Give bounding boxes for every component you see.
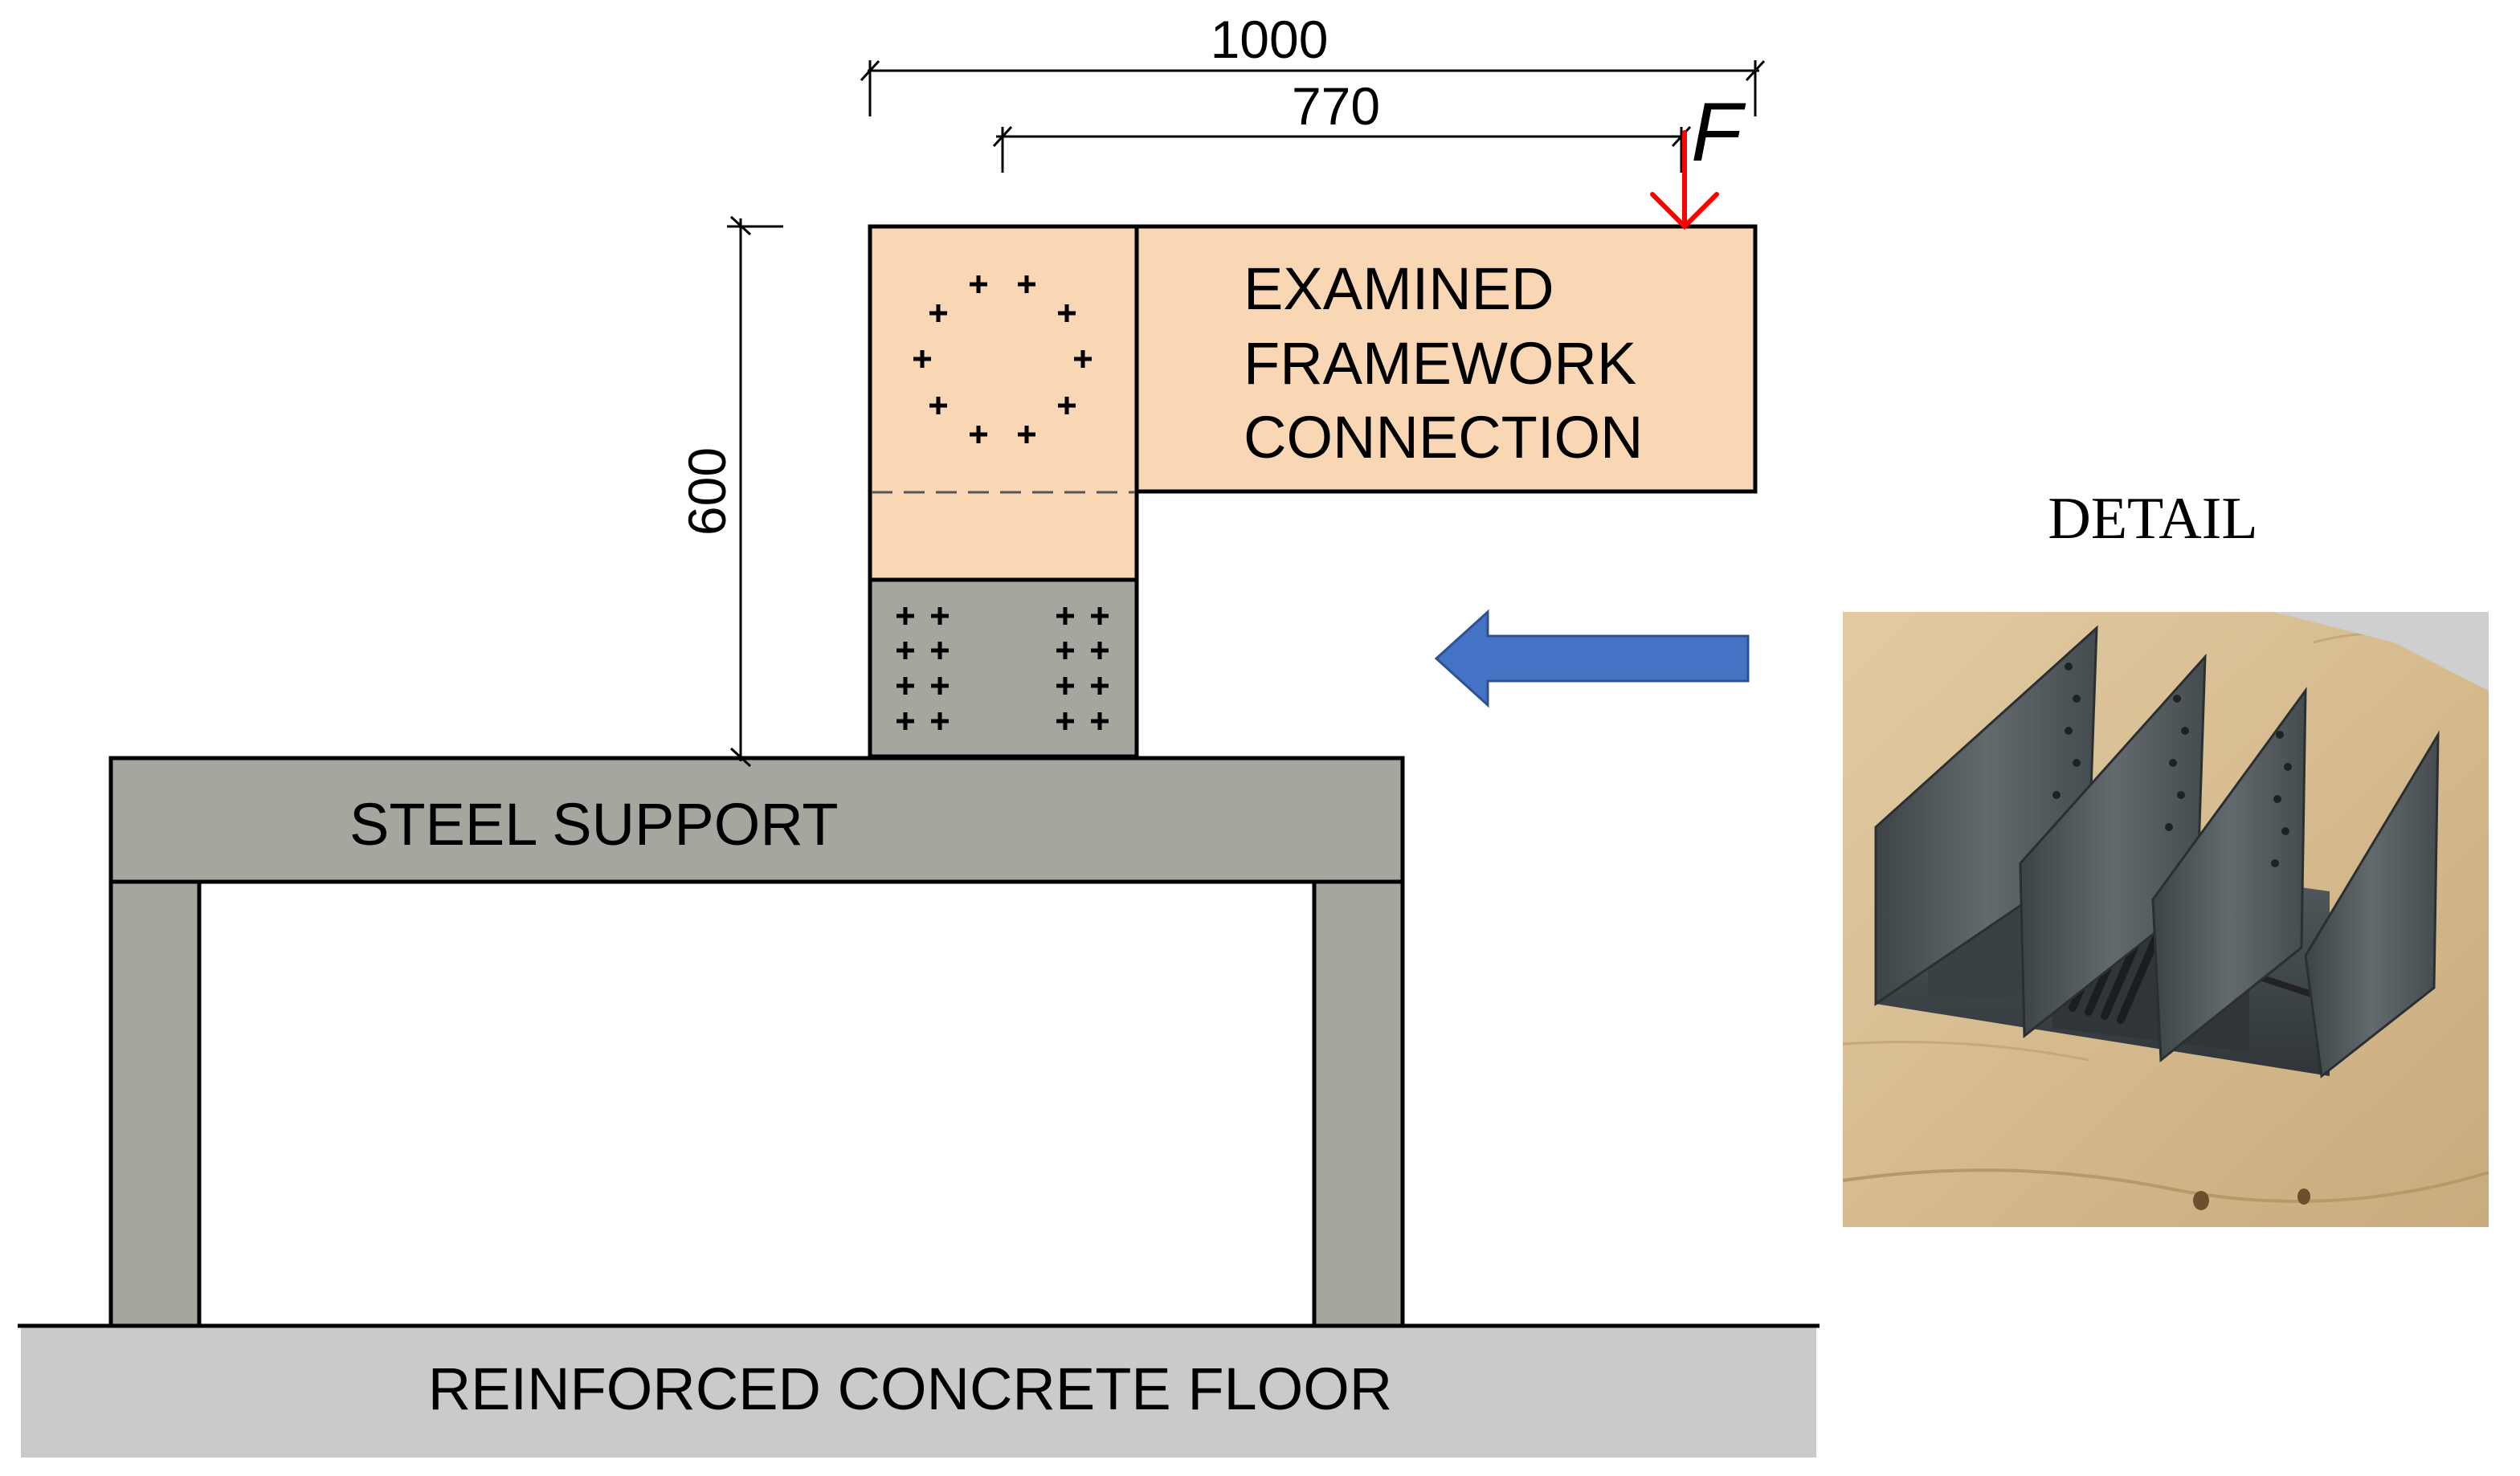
- dimension-1000-label: 1000: [1211, 10, 1329, 69]
- steel-support: STEEL SUPPORT: [108, 756, 1405, 1328]
- support-label: STEEL SUPPORT: [349, 791, 839, 858]
- connection-label-line1: EXAMINED: [1244, 255, 1554, 322]
- dimension-1000: [860, 59, 1766, 116]
- concrete-floor: REINFORCED CONCRETE FLOOR: [18, 1323, 1820, 1458]
- detail-photo: [1842, 612, 2489, 1227]
- detail-label: DETAIL: [2048, 486, 2257, 552]
- left-arrow-icon: [1434, 609, 1750, 708]
- floor-label: REINFORCED CONCRETE FLOOR: [428, 1356, 1393, 1422]
- framework-connection: EXAMINED FRAMEWORK CONNECTION: [868, 224, 1758, 759]
- down-arrow-icon: [1650, 130, 1719, 230]
- connection-label-line3: CONNECTION: [1244, 404, 1643, 471]
- load-label: F: [1691, 86, 1746, 179]
- dimension-600-label: 600: [677, 447, 737, 536]
- dimension-770: [992, 125, 1692, 173]
- dimension-770-label: 770: [1292, 76, 1380, 136]
- connection-label-line2: FRAMEWORK: [1244, 330, 1636, 397]
- dimension-600: [727, 215, 783, 768]
